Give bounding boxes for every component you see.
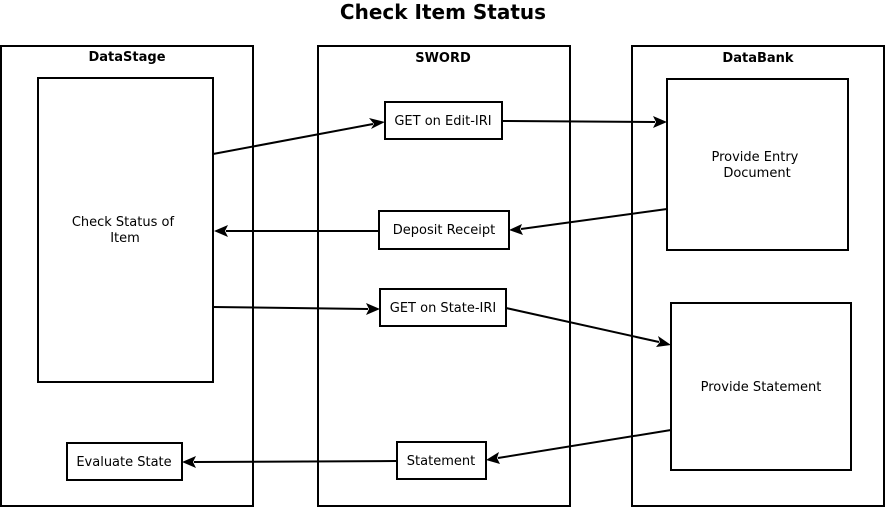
arrowhead (656, 336, 671, 347)
edge-check-status-to-get-state-iri (212, 306, 369, 310)
node-label-evaluate-state: Evaluate State (76, 455, 171, 470)
diagram-title: Check Item Status (340, 0, 546, 24)
lane-label-databank: DataBank (722, 51, 793, 66)
arrowhead (486, 452, 500, 464)
arrowhead (214, 225, 228, 237)
edge-check-status-to-get-edit-iri (212, 123, 374, 155)
node-evaluate-state (66, 442, 183, 481)
arrowhead (182, 456, 196, 468)
node-provide-statement (670, 302, 852, 471)
edge-get-edit-iri-to-provide-entry (501, 120, 656, 123)
arrowhead (653, 116, 667, 128)
node-label-line: Check Status of (72, 215, 175, 230)
node-label-line: Item (110, 231, 140, 246)
node-label-get-edit-iri: GET on Edit-IRI (394, 114, 491, 129)
node-label-deposit-receipt: Deposit Receipt (393, 223, 495, 238)
node-label-provide-statement: Provide Statement (701, 380, 822, 395)
node-label-get-state-iri: GET on State-IRI (390, 301, 497, 316)
edge-get-state-iri-to-provide-statement (505, 307, 660, 343)
edge-provide-statement-to-statement (497, 429, 672, 459)
arrowhead (369, 118, 385, 129)
lane-label-sword: SWORD (415, 51, 471, 66)
node-label-line: Document (723, 166, 790, 181)
node-provide-entry (666, 78, 849, 251)
node-label-check-status: Check Status of Item (72, 215, 178, 246)
lane-label-datastage: DataStage (88, 50, 165, 65)
node-get-state-iri (379, 288, 507, 327)
node-label-provide-entry: Provide Entry Document (711, 150, 802, 181)
node-deposit-receipt (378, 210, 510, 250)
node-get-edit-iri (384, 101, 503, 140)
node-statement (396, 441, 487, 480)
arrowhead (366, 303, 380, 315)
node-label-line: Provide Entry (711, 150, 798, 165)
node-label-statement: Statement (407, 454, 475, 469)
edge-statement-to-evaluate-state (193, 460, 398, 463)
arrowhead (509, 224, 523, 235)
edge-provide-entry-to-deposit-receipt (520, 208, 668, 230)
node-check-status (37, 77, 214, 383)
